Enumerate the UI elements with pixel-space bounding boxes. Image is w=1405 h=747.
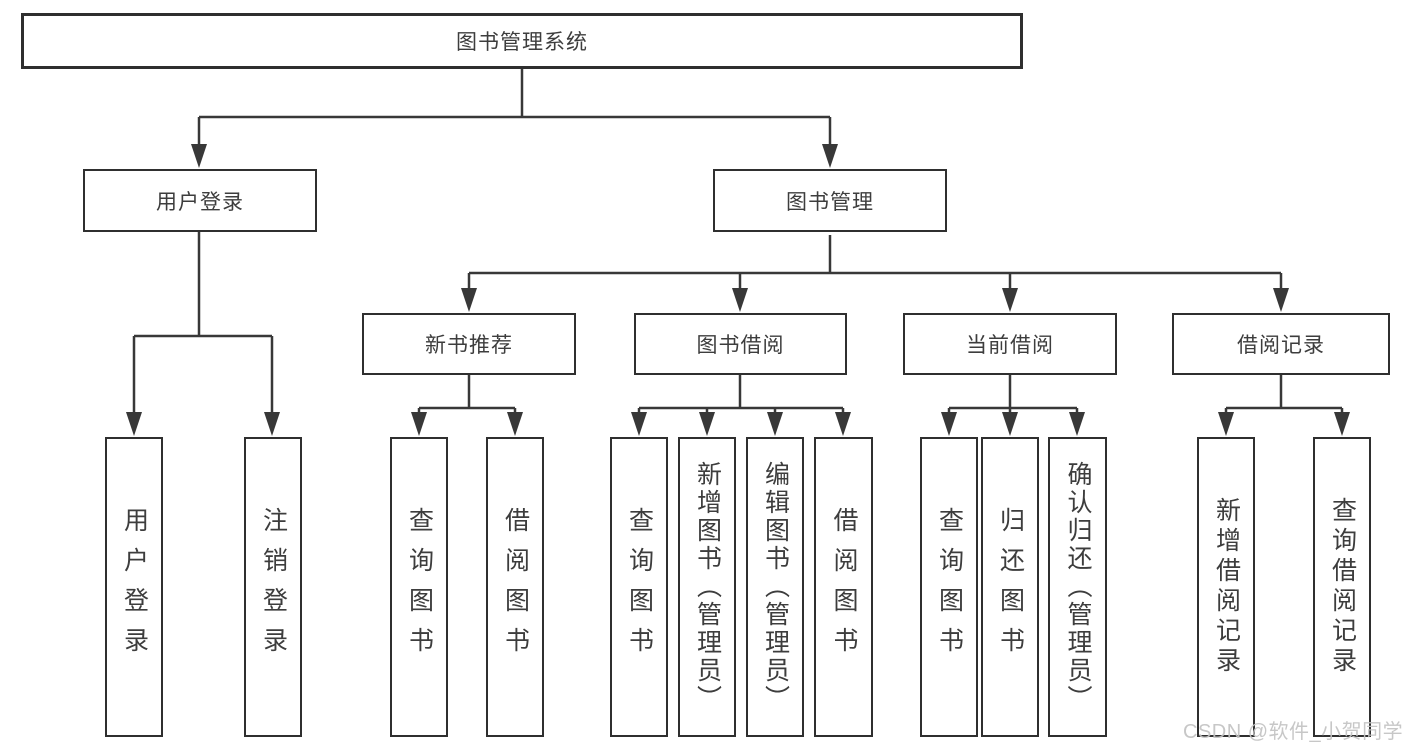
node-borrowing-records: 借阅记录	[1172, 313, 1390, 375]
leaf-query-books-borrowing: 查询图书	[610, 437, 668, 737]
node-current-borrowing: 当前借阅	[903, 313, 1117, 375]
leaf-query-borrow-record: 查询借阅记录	[1313, 437, 1371, 737]
leaf-query-books-current: 查询图书	[920, 437, 978, 737]
leaf-add-borrow-record: 新增借阅记录	[1197, 437, 1255, 737]
node-new-book-recommendation: 新书推荐	[362, 313, 576, 375]
leaf-logout: 注销登录	[244, 437, 302, 737]
leaf-return-books: 归还图书	[981, 437, 1039, 737]
leaf-borrow-books: 借阅图书	[814, 437, 873, 737]
node-user-login: 用户登录	[83, 169, 317, 232]
leaf-user-login: 用户登录	[105, 437, 163, 737]
leaf-confirm-return-admin: 确认归还（管理员）	[1048, 437, 1107, 737]
node-book-management: 图书管理	[713, 169, 947, 232]
leaf-edit-books-admin: 编辑图书（管理员）	[746, 437, 804, 737]
node-book-borrowing: 图书借阅	[634, 313, 847, 375]
leaf-add-books-admin: 新增图书（管理员）	[678, 437, 736, 737]
leaf-query-books-recommend: 查询图书	[390, 437, 448, 737]
leaf-borrow-books-recommend: 借阅图书	[486, 437, 544, 737]
csdn-watermark: CSDN @软件_小贺同学	[1183, 721, 1404, 743]
node-root-library-system: 图书管理系统	[21, 13, 1023, 69]
